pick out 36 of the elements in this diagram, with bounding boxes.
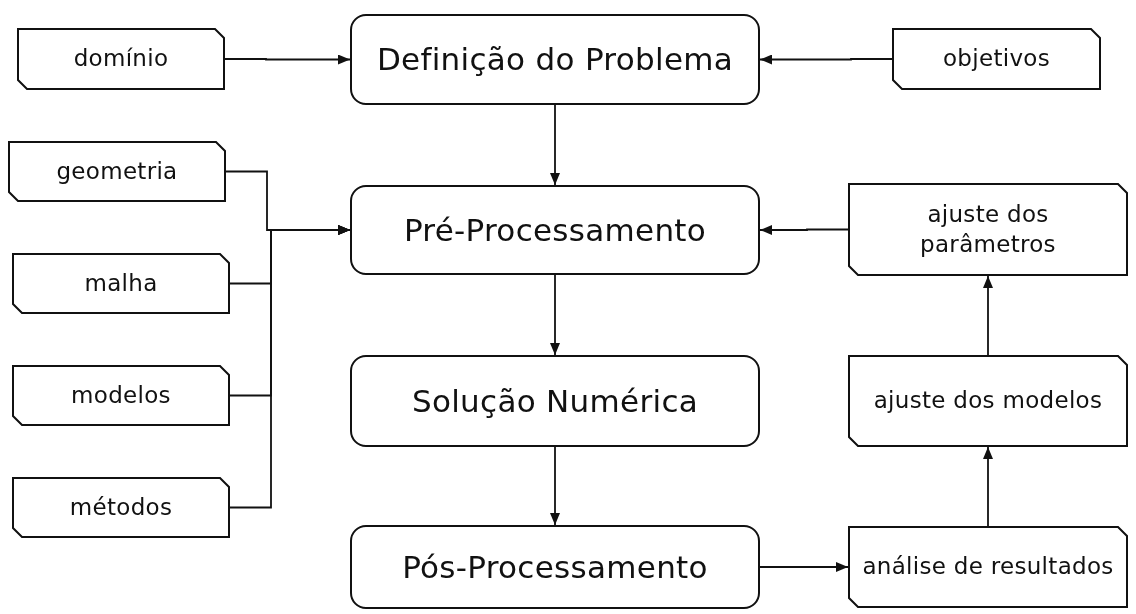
box-label: geometria xyxy=(56,156,178,186)
input-tag-box xyxy=(17,28,225,90)
arrow xyxy=(550,104,560,186)
box-label: Solução Numérica xyxy=(411,381,699,421)
input-tag-box xyxy=(12,477,230,538)
process-box xyxy=(350,525,760,609)
input-tag-box xyxy=(892,28,1101,90)
box-label: malha xyxy=(84,268,158,298)
input-tag-box xyxy=(12,365,230,426)
input-tag-box xyxy=(848,526,1128,608)
box-label: Pós-Processamento xyxy=(402,547,708,587)
arrow xyxy=(759,54,893,65)
arrow xyxy=(550,446,560,526)
process-box xyxy=(350,355,760,447)
box-label: objetivos xyxy=(943,44,1050,74)
arrow xyxy=(550,274,560,356)
arrow xyxy=(983,446,993,527)
box-label: Definição do Problema xyxy=(376,40,734,79)
box-label: análise de resultados xyxy=(862,552,1114,582)
arrow xyxy=(983,275,993,356)
input-tag-box xyxy=(848,355,1128,447)
arrow xyxy=(759,562,849,572)
arrow xyxy=(759,225,849,235)
input-tag-box xyxy=(848,183,1128,276)
arrow xyxy=(229,225,351,509)
box-label: modelos xyxy=(71,380,171,410)
box-label: Pré-Processamento xyxy=(403,210,707,250)
arrow xyxy=(224,54,351,65)
box-label: domínio xyxy=(73,44,169,74)
process-box xyxy=(350,185,760,275)
input-tag-box xyxy=(8,141,226,202)
box-label: ajuste dos parâmetros xyxy=(919,199,1057,259)
input-tag-box xyxy=(12,253,230,314)
box-label: métodos xyxy=(69,492,173,522)
process-box xyxy=(350,14,760,105)
box-label: ajuste dos modelos xyxy=(873,386,1103,416)
